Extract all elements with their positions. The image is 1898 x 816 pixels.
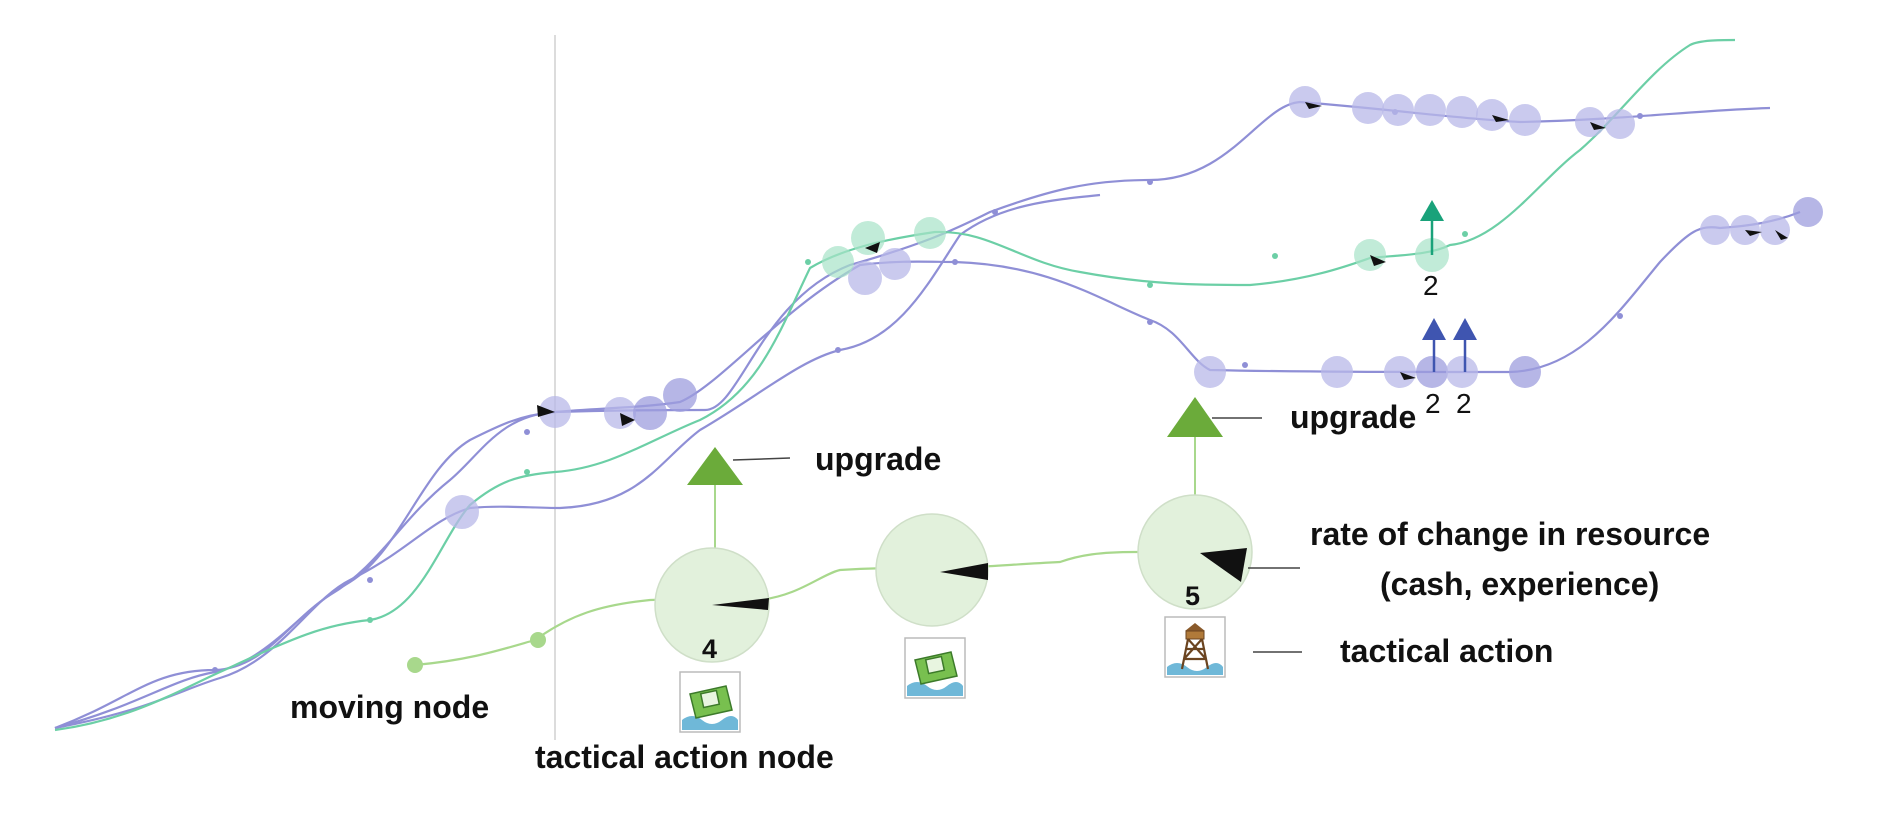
- upgrade-triangle-a: [687, 447, 743, 485]
- upgrade-label-1: upgrade: [815, 441, 941, 477]
- tactical-action-label: tactical action: [1340, 633, 1553, 669]
- purple-node: [633, 396, 667, 430]
- purple-node: [1509, 356, 1541, 388]
- purple-trajectory-3: [54, 193, 1101, 730]
- green-boat-icon: [904, 637, 966, 699]
- purple-node: [1382, 94, 1414, 126]
- purple-node: [1194, 356, 1226, 388]
- purple-node: [848, 261, 882, 295]
- watchtower-icon: [1164, 616, 1226, 678]
- purple-node: [1352, 92, 1384, 124]
- tactical-node-a-count: 4: [702, 634, 717, 664]
- purple-node: [879, 248, 911, 280]
- purple-node: [1321, 356, 1353, 388]
- purple-node: [1605, 109, 1635, 139]
- tactical-node-b: [875, 513, 989, 627]
- purple-node: [1446, 96, 1478, 128]
- purple-node: [1414, 94, 1446, 126]
- blue-upgrade-arrow-2: [1453, 318, 1477, 372]
- purple-node: [445, 495, 479, 529]
- tactical-node-c-count: 5: [1185, 581, 1200, 611]
- tactical-node-c: [1137, 494, 1253, 610]
- blue-upgrade-count-2: 2: [1456, 388, 1472, 419]
- teal-curve-markers: [367, 231, 1468, 623]
- moving-node-label: moving node: [290, 689, 489, 725]
- teal-upgrade-count: 2: [1423, 270, 1439, 301]
- teal-trajectory: [54, 38, 1736, 732]
- teal-node: [914, 217, 946, 249]
- rate-of-change-sublabel: (cash, experience): [1380, 566, 1659, 602]
- purple-node: [1700, 215, 1730, 245]
- teal-nodes: [822, 217, 1449, 278]
- green-boat-icon: [679, 671, 741, 733]
- rate-of-change-label: rate of change in resource: [1310, 516, 1710, 552]
- purple-node: [663, 378, 697, 412]
- teal-node: [822, 246, 854, 278]
- upgrade-triangle-c: [1167, 397, 1223, 437]
- purple-node: [1509, 104, 1541, 136]
- tactical-path: [414, 548, 1166, 667]
- moving-node-dot: [530, 632, 546, 648]
- rate-wedges: [537, 102, 1788, 426]
- blue-upgrade-count-1: 2: [1425, 388, 1441, 419]
- purple-node: [1793, 197, 1823, 227]
- annotation-pointers: [732, 417, 1302, 653]
- purple-node: [1416, 356, 1448, 388]
- purple-node: [1446, 356, 1478, 388]
- upgrade-label-2: upgrade: [1290, 399, 1416, 435]
- moving-node-dot: [407, 657, 423, 673]
- teal-upgrade-arrow: [1420, 200, 1444, 255]
- teal-node: [851, 221, 885, 255]
- tactical-node-a: [654, 547, 770, 663]
- purple-nodes: [445, 86, 1823, 529]
- tactical-action-node-label: tactical action node: [535, 739, 834, 775]
- blue-upgrade-arrow-1: [1422, 318, 1446, 372]
